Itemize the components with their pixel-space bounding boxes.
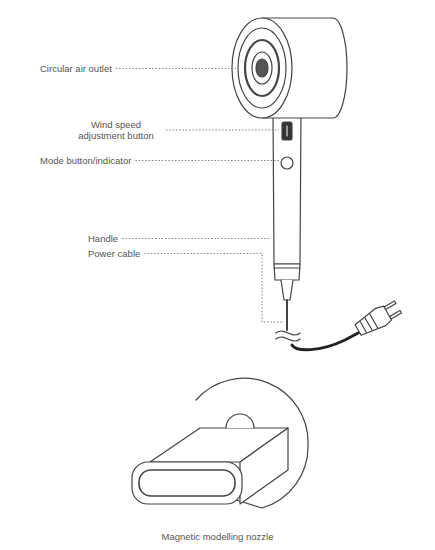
mode-button	[281, 157, 293, 169]
wind-speed-button	[282, 122, 292, 140]
leader-line	[166, 130, 279, 131]
part-label: Circular air outlet	[40, 63, 112, 74]
part-label: Handle	[88, 233, 118, 244]
power-cable	[286, 300, 288, 330]
figure-caption: Magnetic modelling nozzle	[0, 531, 435, 542]
leader-line	[135, 160, 279, 161]
handle-body	[273, 110, 301, 264]
cable-break	[276, 331, 300, 341]
strain-relief	[281, 280, 293, 300]
leader-line	[116, 68, 236, 69]
power-cable	[292, 332, 360, 350]
air-outlet-center	[256, 59, 268, 77]
button-mark	[287, 126, 288, 136]
collar-ring	[274, 267, 300, 268]
part-label: Power cable	[88, 248, 140, 259]
air-outlet-ring	[252, 52, 272, 84]
part-label: Mode button/indicator	[40, 155, 131, 166]
power-plug	[353, 298, 403, 338]
handle-collar	[274, 264, 300, 280]
leader-line	[122, 238, 271, 239]
leader-line	[144, 254, 284, 323]
air-outlet-rim	[232, 18, 292, 118]
air-outlet-ring	[245, 40, 279, 96]
part-label: Wind speed adjustment button	[70, 119, 162, 141]
magnetic-nozzle	[132, 378, 308, 508]
air-outlet-ring	[238, 28, 286, 108]
